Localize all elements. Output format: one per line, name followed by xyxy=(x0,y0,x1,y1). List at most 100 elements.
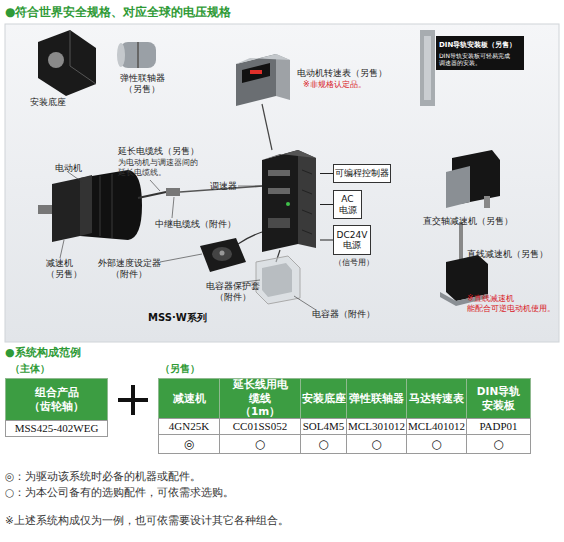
din-rail-plate-face xyxy=(424,36,431,100)
part-label: 弹性联轴器 （另售） xyxy=(116,73,168,95)
part-label: 电容器保护套 （附件） xyxy=(204,281,262,303)
node-text: 可编程控制器 xyxy=(335,168,389,178)
connector-line xyxy=(320,204,333,205)
plus-sign xyxy=(118,398,148,402)
series-name: MSS·W系列 xyxy=(148,312,207,324)
tachometer-side xyxy=(276,54,290,100)
part-label: 减速机 （另售） xyxy=(46,258,86,280)
tachometer-cable xyxy=(262,104,272,150)
gearhead-side xyxy=(80,175,92,236)
controller-side xyxy=(298,150,316,248)
status-led xyxy=(286,202,290,206)
gearhead-shaft xyxy=(484,196,490,208)
leader-line xyxy=(238,186,264,187)
note-text: ○：为本公司备有的选购配件，可依需求选购。 xyxy=(5,486,234,499)
heatsink-fins xyxy=(302,170,312,234)
part-label: 电容器（附件） xyxy=(312,309,375,320)
part-label: 电动机转速表（另售） xyxy=(297,68,387,79)
part-label: 延长电缆线（另售） xyxy=(118,146,199,157)
terminal-strip xyxy=(268,170,290,176)
mark-cell: ○ xyxy=(219,434,301,454)
speed-setter-knob xyxy=(212,247,232,261)
motor-shaft xyxy=(38,205,54,214)
bracket-edge xyxy=(70,30,96,84)
table-group-heading: （主体） xyxy=(10,363,50,375)
linear-head-rod xyxy=(459,222,463,260)
part-number-cell: PADP01 xyxy=(466,418,531,435)
tachometer-digits xyxy=(250,70,262,74)
speed-setter-knob-cap xyxy=(220,251,225,256)
illustration-panel xyxy=(5,24,559,342)
leader-line xyxy=(60,240,64,258)
terminal-block xyxy=(268,218,290,228)
part-description: 为电动机与调速器间的 延长电缆线。 xyxy=(118,158,204,177)
node-text: DIN导轨安装板（另售） xyxy=(439,40,523,50)
table-header-cell: 延长线用电缆线（1m） xyxy=(219,378,301,419)
page-title: ●符合世界安全规格、对应全球的电压规格 xyxy=(5,4,231,21)
gearhead-flange xyxy=(446,166,470,208)
part-label: 安装底座 xyxy=(30,97,66,108)
note-text: ◎：为驱动该系统时必备的机器或配件。 xyxy=(5,470,201,483)
part-label: 直交轴减速机（另售） xyxy=(423,216,513,227)
part-number-cell: MCL301012 xyxy=(346,418,407,435)
part-number-cell: 4GN25K xyxy=(158,418,220,435)
part-label: 电动机 xyxy=(55,163,82,174)
motor-cable xyxy=(138,192,166,198)
speed-controller: 调速器 xyxy=(258,140,320,252)
part-number-cell: CC01SS052 xyxy=(219,418,301,435)
bracket-hole xyxy=(48,52,64,68)
mark-cell: ◎ xyxy=(158,434,220,454)
table-header-cell: 组合产品 （齿轮轴） xyxy=(5,378,108,421)
connector-line xyxy=(320,240,333,241)
node-note: （信号用） xyxy=(334,258,374,267)
motor-stripes xyxy=(100,174,112,238)
section-heading: ●系统构成范例 xyxy=(5,346,81,359)
table-header-cell: 弹性联轴器 xyxy=(346,378,407,419)
part-number-cell: MCL401012 xyxy=(406,418,467,435)
node-text: 调速器 xyxy=(210,180,237,193)
part-number-cell: SOL4M5 xyxy=(300,418,347,435)
part-label: 外部速度设定器 （附件） xyxy=(95,258,163,280)
mark-cell: ○ xyxy=(346,434,407,454)
coupling xyxy=(120,42,156,68)
part-number-cell: MSS425-402WEG xyxy=(5,420,108,437)
mark-cell: ○ xyxy=(406,434,467,454)
speed-setter-cable xyxy=(238,232,262,244)
leader-line xyxy=(294,296,316,310)
leader-line xyxy=(172,197,174,218)
part-label: 中继电缆线（附件） xyxy=(155,219,236,230)
coupling-slit xyxy=(137,42,139,68)
power-box: DC24V 电源（信号用） xyxy=(333,225,371,255)
node-note: DIN导轨安装板可轻易完成 调速器的安装。 xyxy=(439,52,523,67)
terminal-strip xyxy=(268,188,290,194)
callout-box: DIN导轨安装板（另售） DIN导轨安装板可轻易完成 调速器的安装。 xyxy=(436,36,524,70)
device-box: 可编程控制器 xyxy=(333,164,391,183)
part-label: 直线减速机（另售） xyxy=(467,249,548,260)
table-group-heading: （另售） xyxy=(160,363,200,375)
controller-drawing xyxy=(258,140,320,252)
leader-line xyxy=(68,172,82,182)
table-header-cell: 减速机 xyxy=(158,378,220,419)
mounting-bracket xyxy=(38,30,96,96)
note-text: ※非规格认定品。 xyxy=(303,80,366,90)
mark-cell: ○ xyxy=(300,434,347,454)
table-header-cell: 安装底座 xyxy=(300,378,347,419)
din-rail-plate xyxy=(420,30,435,106)
node-text: AC 电源 xyxy=(334,194,361,215)
controller-front xyxy=(262,150,298,252)
cable-connector xyxy=(166,188,180,196)
gearhead-front xyxy=(52,178,80,242)
coupling-face xyxy=(117,43,125,67)
note-text: ※直线减速机 能配合可逆电动机使用。 xyxy=(467,294,557,313)
leader-line xyxy=(150,180,160,191)
table-header-cell: 马达转速表 xyxy=(406,378,467,419)
node-text: DC24V 电源 xyxy=(334,230,370,251)
controller-top xyxy=(262,150,316,160)
capacitor-cover xyxy=(256,256,300,304)
leader-line xyxy=(160,254,202,262)
connector-line xyxy=(320,173,333,174)
table-header-cell: DIN导轨安装板 xyxy=(466,378,531,419)
